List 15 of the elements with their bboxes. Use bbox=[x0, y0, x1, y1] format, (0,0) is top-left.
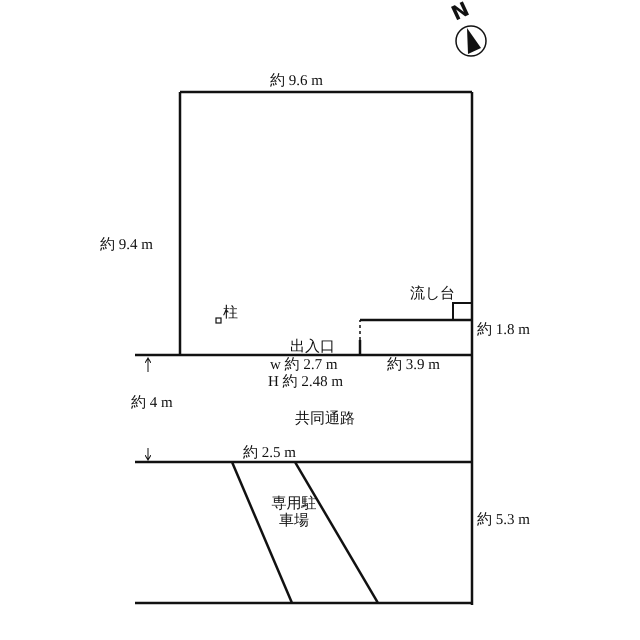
dimension-label: 約 3.9 m bbox=[387, 357, 440, 374]
area-label: 共同通路 bbox=[295, 411, 355, 428]
dimension-label: w 約 2.7 m bbox=[270, 357, 338, 374]
dimension-label: 約 1.8 m bbox=[477, 322, 530, 340]
room-label: 柱 bbox=[223, 305, 238, 322]
area-label: 専用駐車場 bbox=[270, 496, 318, 530]
dimension-label: 約 4 m bbox=[131, 395, 173, 412]
dimension-label: 約 9.4 m bbox=[100, 237, 153, 254]
dimension-label: 約 2.5 m bbox=[243, 445, 296, 462]
dimension-label: 約 9.6 m bbox=[270, 73, 323, 90]
compass-letter: N bbox=[448, 0, 473, 26]
dimension-label: H 約 2.48 m bbox=[268, 374, 343, 392]
room-label: 出入口 bbox=[290, 339, 335, 356]
dimension-label: 約 5.3 m bbox=[477, 512, 530, 530]
room-label: 流し台 bbox=[410, 286, 455, 304]
